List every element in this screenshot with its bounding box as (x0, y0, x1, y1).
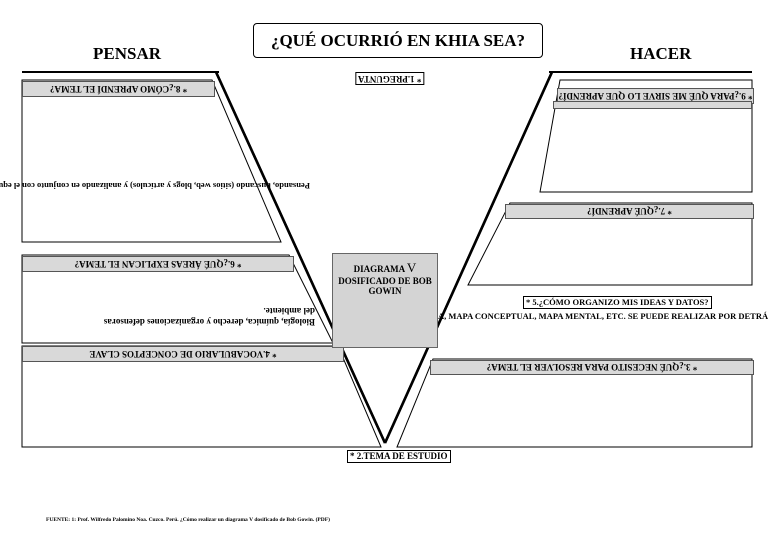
box-4-header: * 4.VOCABULARIO DE CONCEPTOS CLAVE (22, 346, 344, 362)
box-8-text: Pensando, buscando (sitios web, blogs y … (0, 181, 310, 191)
center-v: V (406, 260, 417, 275)
box-8-header: * 8.¿CÓMO APRENDÍ EL TEMA? (22, 81, 215, 97)
box-3-header: * 3.¿QUÉ NECESITO PARA RESOLVER EL TEMA? (430, 360, 754, 375)
box-7-outline (467, 202, 753, 286)
page-title: ¿QUÉ OCURRIÓ EN KHIA SEA? (253, 23, 543, 58)
box-8-outline (21, 79, 282, 243)
box-7-header: * 7.¿QUÉ APRENDÍ? (505, 204, 754, 219)
box-6-text-line-2: del ambiente. (263, 306, 316, 316)
center-line-1: DIAGRAMA (353, 264, 405, 274)
left-header: PENSAR (93, 44, 162, 63)
box-6-text: Biología, química, derecho y organizacio… (50, 305, 315, 327)
box-9-subbar (553, 101, 752, 109)
box-6-text-line-1: Biología, química, derecho y organizacio… (103, 317, 315, 327)
box-5-label: * 5.¿CÓMO ORGANIZO MIS IDEAS Y DATOS? (523, 296, 712, 309)
center-line-2: DOSIFICADO DE BOB GOWIN (338, 276, 432, 296)
tema-estudio-tag: * 2.TEMA DE ESTUDIO (347, 450, 451, 463)
right-header: HACER (630, 44, 692, 63)
pregunta-tag: * 1.PREGUNTA (355, 72, 425, 85)
source-footer: FUENTE: 1: Prof. Wilfredo Palomino Noa. … (46, 517, 330, 523)
box-3-outline (396, 358, 753, 448)
center-diagram-box: DIAGRAMA V DOSIFICADO DE BOB GOWIN (332, 253, 438, 348)
box-5-text: A, MAPA CONCEPTUAL, MAPA MENTAL, ETC. SE… (438, 311, 768, 321)
box-6-header: * 6.¿QUÉ ÁREAS EXPLICAN EL TEMA? (22, 256, 294, 272)
